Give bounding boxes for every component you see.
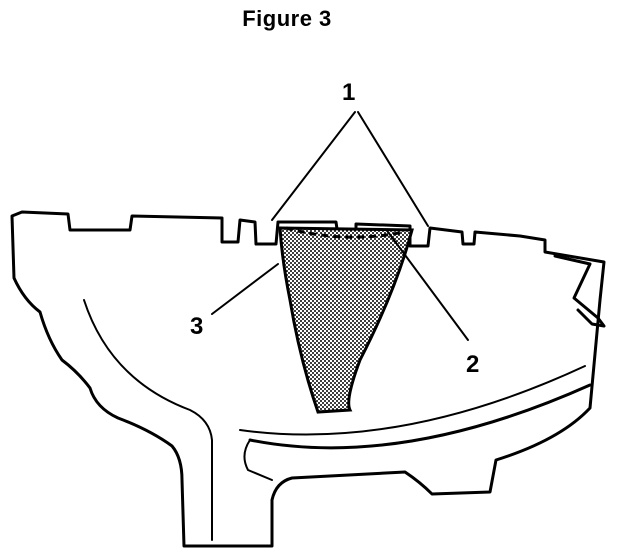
leader-2 [387, 231, 469, 341]
inner-rim-inner [239, 365, 586, 436]
right-clip [553, 254, 606, 328]
leader-1a [271, 111, 356, 221]
callout-3: 3 [190, 313, 203, 340]
rim-step [243, 439, 273, 481]
callout-1: 1 [342, 79, 355, 106]
cone-dashed-edge [285, 226, 405, 239]
inner-rim [83, 299, 213, 541]
inner-rim-lower [248, 383, 592, 450]
callout-2: 2 [466, 351, 479, 378]
leader-1b [357, 111, 429, 227]
housing-outline [10, 210, 606, 548]
shaded-region [278, 226, 414, 414]
leader-3 [211, 263, 279, 315]
figure-title: Figure 3 [242, 6, 332, 31]
